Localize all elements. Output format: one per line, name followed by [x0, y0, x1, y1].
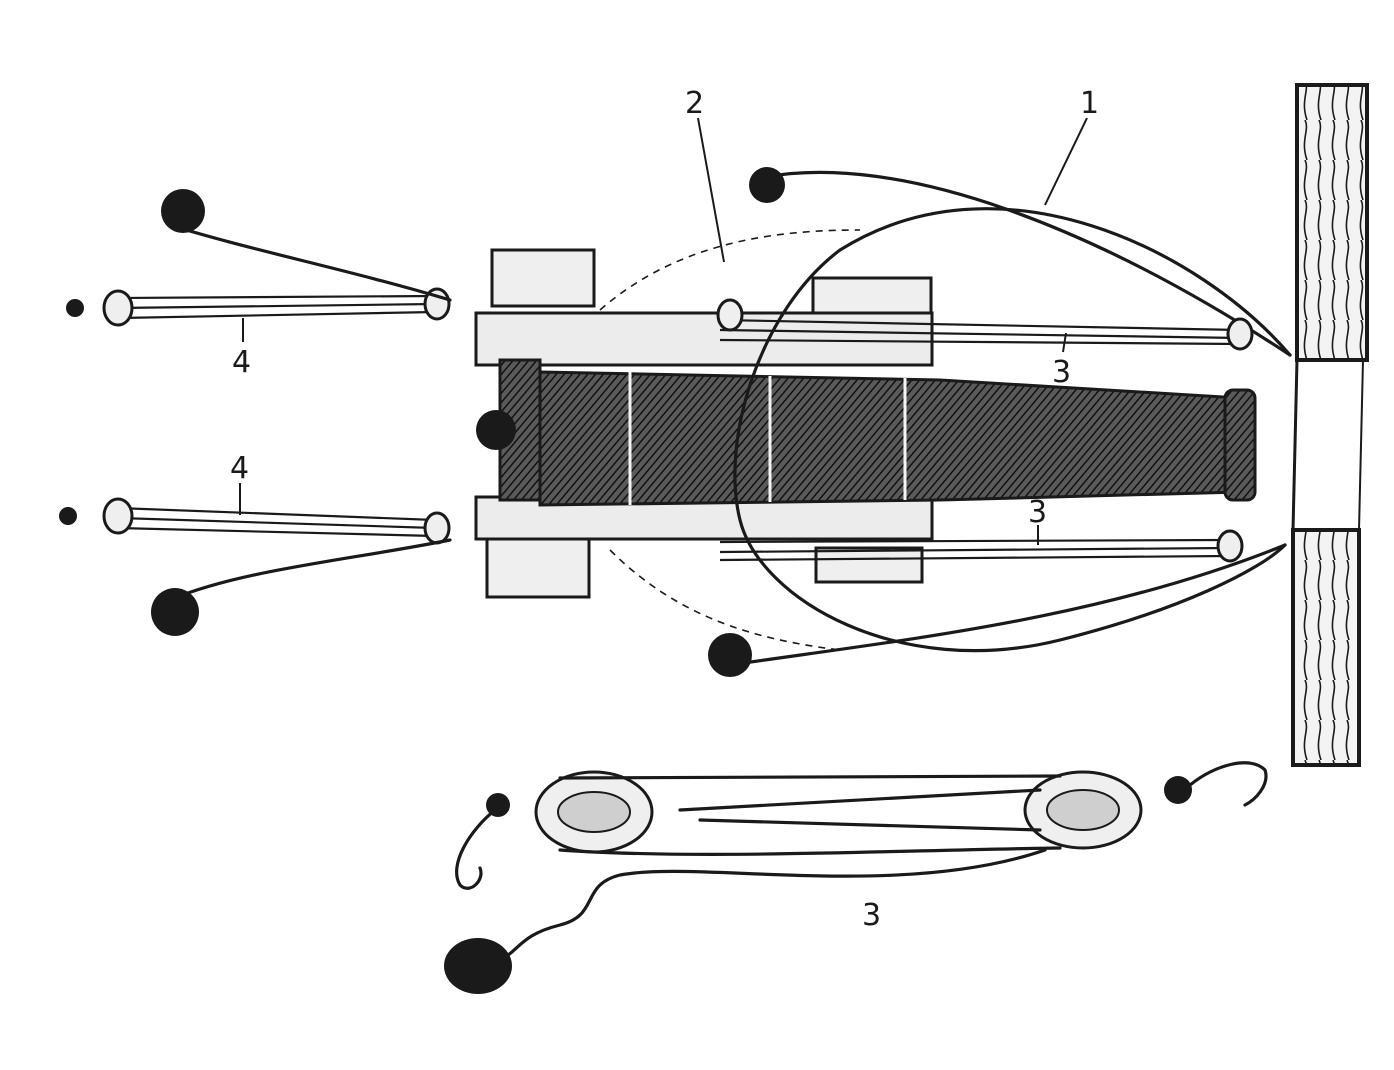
train-tackle-lower: [59, 497, 452, 636]
rope-coil-lower: [708, 633, 752, 677]
rope-coil-detail: [444, 938, 512, 994]
ship-side-wall: [1291, 83, 1369, 767]
leader-line-1: [1044, 117, 1088, 206]
breeching-rope: [733, 207, 1292, 653]
carriage-cheek-upper: [474, 311, 934, 367]
rear-truck-lower: [485, 533, 591, 599]
label-4-lower: 4: [230, 451, 249, 486]
leader-line-3-upper: [1062, 332, 1067, 353]
side-tackle-upper: [716, 298, 1254, 351]
train-tackle-upper: [66, 189, 452, 327]
label-3-upper: 3: [1052, 355, 1071, 390]
label-3-lower: 3: [1028, 495, 1047, 530]
rope-coil-upper: [749, 167, 785, 203]
rope-coil-train-lower: [151, 588, 199, 636]
label-3-detail: 3: [862, 898, 881, 933]
label-2: 2: [685, 86, 704, 121]
front-truck-upper: [811, 276, 933, 318]
tackle-detail: [444, 761, 1268, 994]
side-tackle-lower: [719, 529, 1244, 563]
cascabel: [476, 410, 516, 450]
label-1: 1: [1080, 86, 1099, 121]
front-truck-lower: [814, 546, 924, 584]
cannon-barrel: [476, 370, 1257, 507]
dashed-rope-lower: [609, 549, 841, 651]
rope-coil-train-upper: [161, 189, 205, 233]
leader-line-2: [697, 117, 725, 263]
dashed-rope-upper: [599, 229, 861, 311]
label-4-upper: 4: [232, 345, 251, 380]
rear-truck-upper: [490, 248, 596, 308]
